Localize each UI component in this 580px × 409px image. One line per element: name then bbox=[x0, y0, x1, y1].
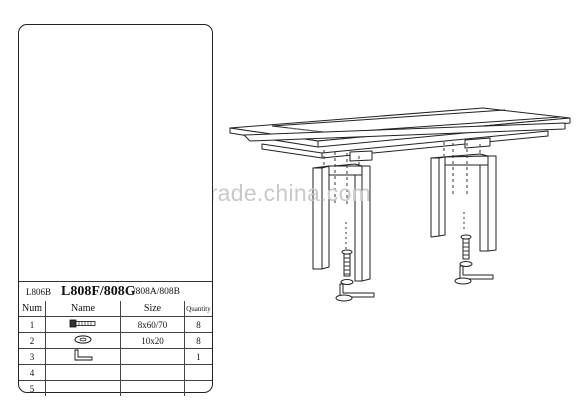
bolt-icon bbox=[69, 319, 96, 328]
row-size bbox=[120, 364, 185, 381]
row-size: 8x60/70 bbox=[120, 316, 185, 333]
row-name bbox=[45, 380, 121, 396]
parts-table: Num Name Size Quantity 1 8x60/70 8 2 bbox=[19, 301, 212, 396]
watermark: trade.china.com bbox=[203, 180, 372, 206]
table-row: 1 8x60/70 8 bbox=[19, 316, 212, 333]
row-quantity: 8 bbox=[184, 332, 212, 349]
table-row: 3 1 bbox=[19, 348, 212, 365]
table-row: 4 bbox=[19, 364, 212, 381]
row-quantity: 1 bbox=[184, 348, 212, 365]
row-quantity: 8 bbox=[184, 316, 212, 333]
row-name bbox=[45, 364, 121, 381]
model-code-left: L806B bbox=[26, 287, 52, 297]
row-size bbox=[120, 380, 185, 396]
row-size: 10x20 bbox=[120, 332, 185, 349]
header-quantity: Quantity bbox=[184, 301, 212, 317]
header-num: Num bbox=[19, 301, 46, 317]
row-num: 1 bbox=[19, 316, 46, 333]
row-name bbox=[45, 348, 121, 365]
model-code-right: /808A/808B bbox=[133, 287, 180, 297]
parts-panel: L806B L808F/808G /808A/808B Num Name Siz… bbox=[18, 24, 213, 396]
model-code-main: L808F/808G bbox=[61, 284, 136, 299]
row-name bbox=[45, 332, 121, 349]
exploded-table-illustration bbox=[229, 107, 571, 302]
row-size bbox=[120, 348, 185, 365]
row-quantity bbox=[184, 364, 212, 381]
row-quantity bbox=[184, 380, 212, 396]
row-num: 4 bbox=[19, 364, 46, 381]
table-row: 5 bbox=[19, 380, 212, 396]
row-num: 2 bbox=[19, 332, 46, 349]
row-num: 5 bbox=[19, 380, 46, 396]
model-number-row: L806B L808F/808G /808A/808B bbox=[19, 281, 212, 302]
parts-table-header: Num Name Size Quantity bbox=[19, 301, 212, 317]
table-row: 2 10x20 8 bbox=[19, 332, 212, 349]
row-name bbox=[45, 316, 121, 333]
header-size: Size bbox=[120, 301, 185, 317]
row-num: 3 bbox=[19, 348, 46, 365]
hex-key-icon bbox=[74, 349, 93, 361]
washer-icon bbox=[74, 335, 92, 344]
header-name: Name bbox=[45, 301, 121, 317]
